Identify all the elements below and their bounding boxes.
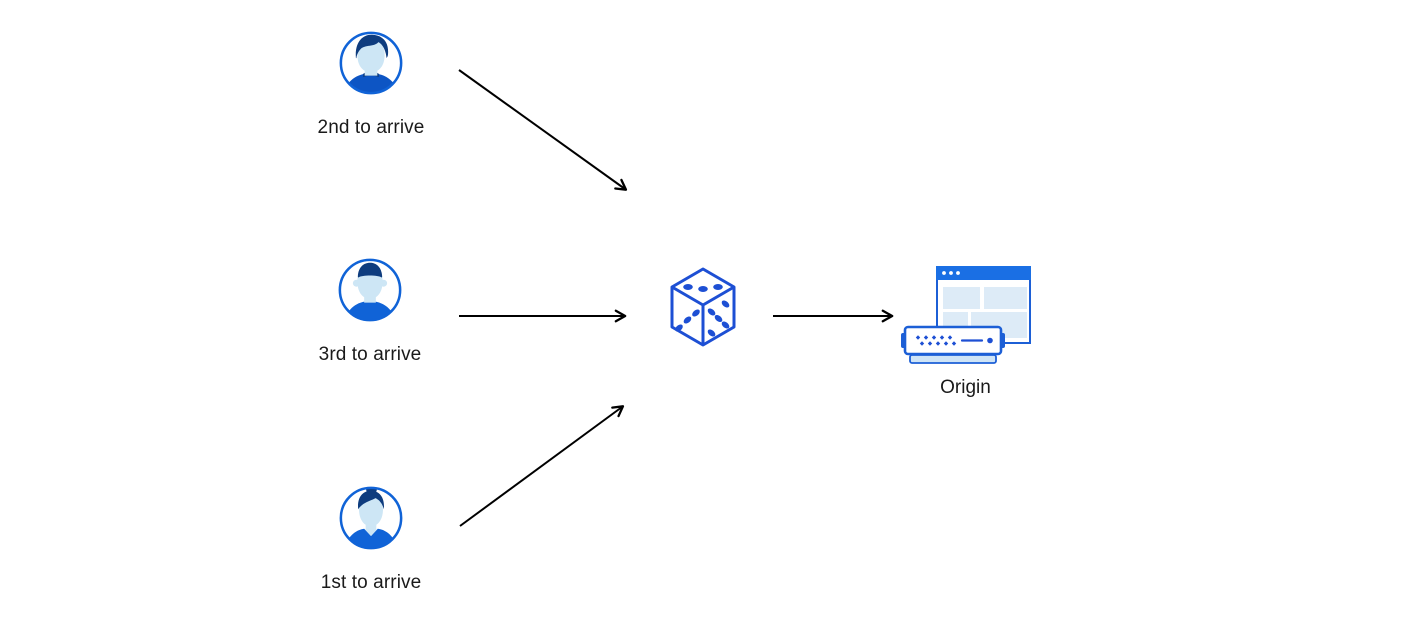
client-label-2nd: 2nd to arrive <box>317 117 425 138</box>
dice-node <box>668 266 738 350</box>
client-node-2nd: 2nd to arrive <box>271 28 471 138</box>
arrow-2nd-to-dice <box>458 69 628 191</box>
origin-node: Origin <box>893 260 1038 405</box>
origin-server-icon <box>901 266 1031 364</box>
man-crew-cut-avatar-icon <box>338 258 402 322</box>
client-node-3rd: 3rd to arrive <box>270 255 470 365</box>
origin-label: Origin <box>940 377 991 398</box>
client-label-3rd: 3rd to arrive <box>318 344 422 365</box>
dice-icon <box>670 267 736 347</box>
woman-bun-avatar-icon <box>339 486 403 550</box>
arrow-1st-to-dice <box>459 405 625 527</box>
client-label-1st: 1st to arrive <box>320 572 422 593</box>
client-node-1st: 1st to arrive <box>271 483 471 593</box>
man-side-part-avatar-icon <box>339 31 403 95</box>
